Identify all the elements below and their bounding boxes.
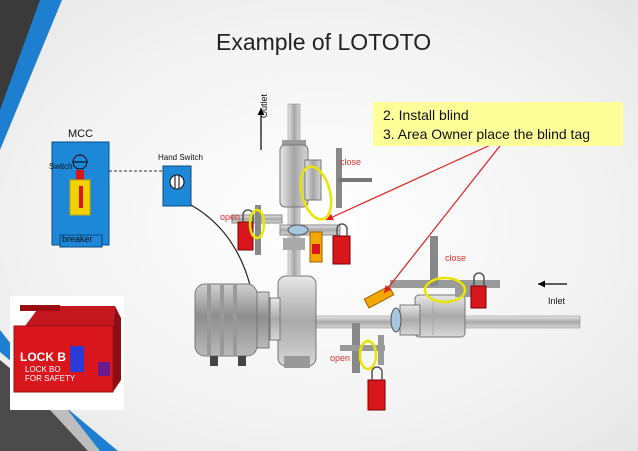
lockbox-text-1: LOCK B bbox=[20, 350, 66, 364]
lockbox-text-3: FOR SAFETY bbox=[25, 374, 76, 383]
inlet-label: Inlet bbox=[548, 296, 566, 306]
close-label-top: close bbox=[340, 157, 362, 167]
highlight-circles bbox=[248, 165, 467, 371]
cable-to-motor bbox=[190, 204, 251, 286]
mcc-panel bbox=[51, 141, 110, 248]
lock-box-photo: LOCK B LOCK BO FOR SAFETY bbox=[10, 296, 124, 410]
callout-arrow-1 bbox=[325, 141, 498, 221]
pump bbox=[269, 275, 317, 368]
slide-title: Example of LOTOTO bbox=[216, 29, 432, 55]
bottom-valve bbox=[340, 323, 385, 373]
hand-switch-label: Hand Switch bbox=[158, 153, 203, 162]
note-line-1: 2. Install blind bbox=[383, 107, 469, 123]
breaker-label: breaker bbox=[62, 234, 93, 244]
locks bbox=[237, 209, 487, 411]
callout-arrow-2 bbox=[383, 141, 504, 294]
hand-switch bbox=[162, 165, 192, 207]
open-label-left: open bbox=[220, 212, 241, 222]
motor bbox=[194, 283, 270, 366]
blind-top bbox=[287, 224, 309, 236]
lockbox-text-2: LOCK BO bbox=[25, 365, 61, 374]
close-label-right: close bbox=[445, 253, 467, 263]
switch-label: Switch bbox=[49, 162, 73, 171]
mcc-label: MCC bbox=[68, 128, 94, 140]
instruction-note: 2. Install blind 3. Area Owner place the… bbox=[373, 102, 623, 146]
open-label-bottom: open bbox=[330, 353, 351, 363]
note-line-2: 3. Area Owner place the blind tag bbox=[383, 126, 591, 142]
outlet-label: Outlet bbox=[259, 93, 269, 118]
blind-tags bbox=[309, 231, 395, 309]
